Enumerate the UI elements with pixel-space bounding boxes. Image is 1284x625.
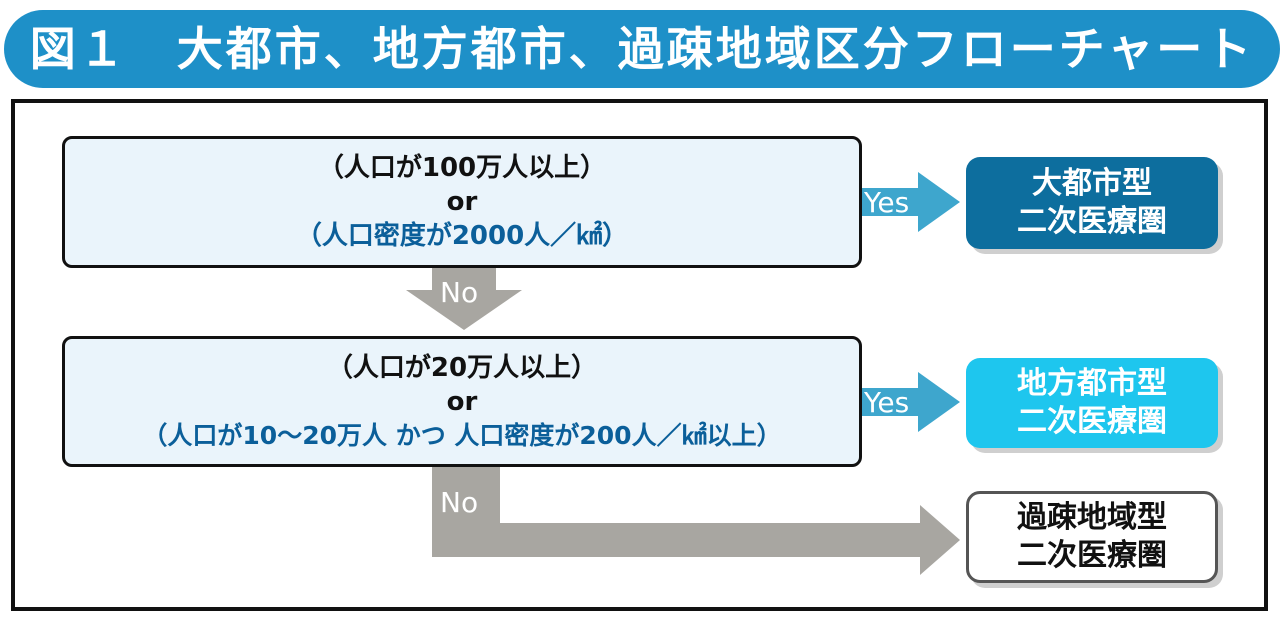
condition-1-line2: （人口密度が2000人／㎢） <box>295 221 629 251</box>
condition-1-line1: （人口が100万人以上） <box>317 153 607 183</box>
yes-arrow-1 <box>862 172 960 232</box>
condition-box-2: （人口が20万人以上） or （人口が10～20万人 かつ 人口密度が200人／… <box>62 336 862 467</box>
result-1-line2: 二次医療圏 <box>1017 204 1167 239</box>
title-bar: 図１ 大都市、地方都市、過疎地域区分フローチャート <box>4 10 1280 88</box>
result-metropolitan: 大都市型 二次医療圏 <box>966 157 1218 249</box>
result-3-line1: 過疎地域型 <box>1017 500 1167 535</box>
result-1-line1: 大都市型 <box>1032 166 1152 201</box>
result-depopulated-area: 過疎地域型 二次医療圏 <box>966 491 1218 583</box>
result-2-line1: 地方都市型 <box>1017 366 1167 401</box>
condition-2-or: or <box>446 386 478 417</box>
yes-label-1: Yes <box>864 186 910 219</box>
yes-label-2: Yes <box>864 386 910 419</box>
yes-arrow-2 <box>862 372 960 432</box>
no-label-1: No <box>440 276 479 309</box>
page-title: 図１ 大都市、地方都市、過疎地域区分フローチャート <box>29 22 1255 76</box>
result-3-line2: 二次医療圏 <box>1017 538 1167 573</box>
no-arrow-1 <box>406 268 522 330</box>
condition-2-line1: （人口が20万人以上） <box>326 352 598 383</box>
no-label-2: No <box>440 486 479 519</box>
condition-2-line2: （人口が10～20万人 かつ 人口密度が200人／㎢以上） <box>142 420 782 450</box>
condition-box-1: （人口が100万人以上） or （人口密度が2000人／㎢） <box>62 136 862 268</box>
result-2-line2: 二次医療圏 <box>1017 404 1167 439</box>
condition-1-or: or <box>446 187 478 217</box>
result-regional-city: 地方都市型 二次医療圏 <box>966 358 1218 448</box>
no-arrow-2 <box>432 467 960 575</box>
